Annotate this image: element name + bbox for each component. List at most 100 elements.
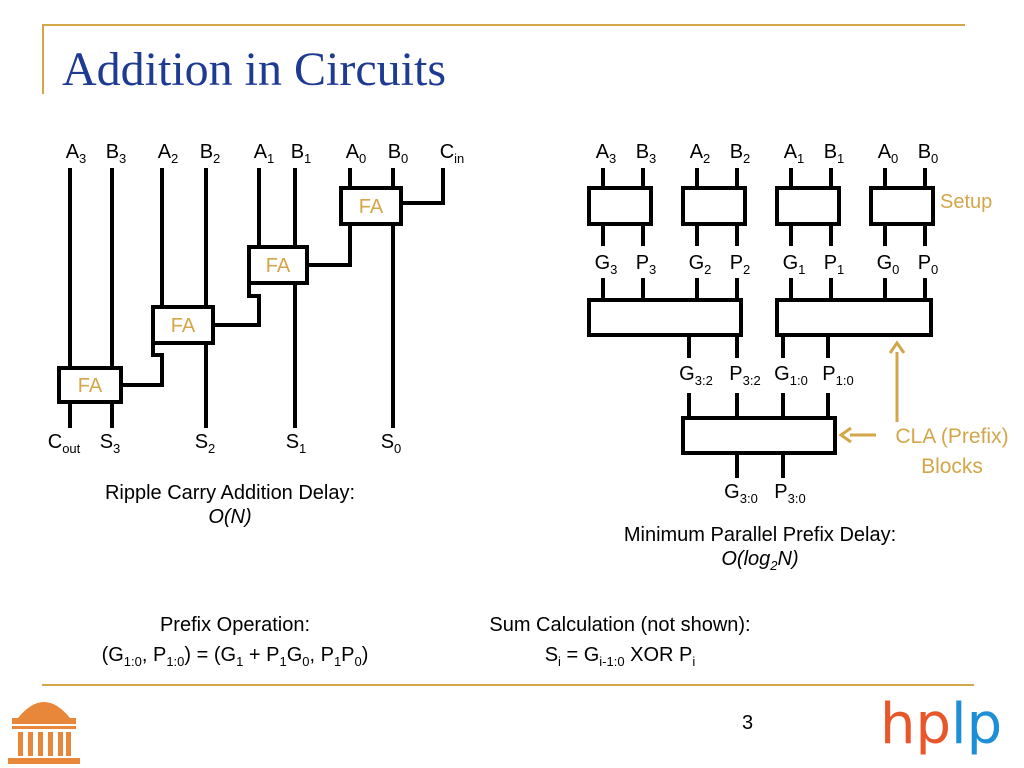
rotunda-logo-icon (8, 702, 80, 764)
prefix-block-10 (775, 298, 933, 337)
ripple-input-label: A3 (66, 141, 87, 166)
bottom-rule (42, 684, 974, 686)
top-rule (42, 24, 965, 26)
formula-subscript: 1 (333, 654, 342, 669)
setup-block-2 (681, 186, 747, 226)
formula-text: S (544, 644, 559, 666)
ripple-input-label: A2 (158, 141, 179, 166)
formula-subscript: 1:0 (166, 654, 185, 669)
formula-subscript: 1 (236, 654, 244, 669)
left-rule (42, 24, 44, 94)
setup-output-label: G0 (877, 252, 900, 277)
formula-text: XOR P (624, 644, 693, 666)
full-adder-2-label: FA (171, 315, 196, 337)
cla-label: CLA (Prefix) Blocks (880, 422, 1024, 482)
setup-output-label: P1 (824, 252, 845, 277)
setup-output-label: G3 (595, 252, 618, 277)
formula-text: G (286, 644, 303, 666)
prefix-input-label: B0 (918, 141, 939, 166)
cla-label-line2: Blocks (921, 455, 983, 478)
prefix-block-32 (587, 298, 743, 337)
ripple-input-label: B1 (291, 141, 312, 166)
formula-text: = G (560, 644, 600, 666)
full-adder-0-label: FA (359, 196, 384, 218)
formula-subscript: i (692, 654, 696, 669)
formula-text: P (341, 644, 355, 666)
prefix-input-label: A1 (784, 141, 805, 166)
ripple-output-label: S2 (195, 431, 216, 456)
level1-output-label: G3:2 (679, 363, 713, 388)
formula-text: + P (243, 644, 280, 666)
ripple-input-label: B0 (388, 141, 409, 166)
prefix-operation-formula: (G1:0, P1:0) = (G1 + P1G0, P1P0) (20, 640, 450, 677)
formula-subscript: i-1:0 (599, 654, 625, 669)
cla-left-arrow-head (838, 426, 852, 444)
full-adder-0 (339, 186, 403, 226)
prefix-input-label: A0 (878, 141, 899, 166)
page-number: 3 (742, 712, 754, 734)
full-adder-1 (247, 245, 309, 285)
formula-subscript: i (558, 654, 561, 669)
formula-text: ) (361, 644, 369, 666)
ripple-caption-line2: O(N) (30, 505, 430, 529)
prefix-caption: Minimum Parallel Prefix Delay: O(log2N) (560, 523, 960, 578)
prefix-input-label: B2 (730, 141, 751, 166)
hplp-logo-part-2: p (966, 692, 1003, 757)
setup-output-label: P3 (636, 252, 657, 277)
full-adder-1-label: FA (266, 255, 291, 277)
carry-wire-1 (213, 265, 261, 327)
setup-block-3 (587, 186, 653, 226)
page-title: Addition in Circuits (62, 43, 446, 96)
ripple-caption: Ripple Carry Addition Delay: O(N) (30, 481, 430, 529)
prefix-operation-title: Prefix Operation: (159, 614, 311, 636)
full-adder-3 (57, 366, 123, 404)
ripple-input-label: A0 (346, 141, 367, 166)
level1-output-label: P1:0 (822, 363, 853, 388)
final-output-label: P3:0 (774, 481, 805, 506)
formula-subscript: 1:0 (123, 654, 142, 669)
setup-output-label: P0 (918, 252, 939, 277)
setup-output-label: P2 (730, 252, 751, 277)
full-adder-3-label: FA (78, 375, 103, 397)
final-output-label: G3:0 (724, 481, 758, 506)
wire-cin (401, 168, 445, 205)
ripple-caption-line1: Ripple Carry Addition Delay: (104, 482, 356, 504)
formula-subscript: 0 (302, 654, 310, 669)
ripple-input-label: B3 (106, 141, 127, 166)
ripple-input-label: Cin (440, 141, 465, 166)
ripple-delay: O(N) (208, 506, 252, 528)
prefix-input-label: B1 (824, 141, 845, 166)
setup-output-label: G2 (689, 252, 712, 277)
ripple-output-label: S1 (286, 431, 307, 456)
prefix-input-label: B3 (636, 141, 657, 166)
formula-text: , P (309, 644, 334, 666)
ripple-input-label: A1 (254, 141, 275, 166)
prefix-caption-line1: Minimum Parallel Prefix Delay: (623, 524, 897, 546)
prefix-input-label: A2 (690, 141, 711, 166)
prefix-delay-post: N) (777, 548, 799, 570)
prefix-operation: Prefix Operation: (G1:0, P1:0) = (G1 + P… (20, 610, 450, 677)
formula-text: , P (141, 644, 167, 666)
setup-output-label: G1 (783, 252, 806, 277)
prefix-delay-pre: O(log (721, 548, 771, 570)
prefix-delay-sub: 2 (770, 558, 778, 573)
hplp-logo: hplp (880, 690, 1002, 760)
setup-block-1 (775, 186, 841, 226)
level1-output-label: P3:2 (729, 363, 760, 388)
formula-text: (G (101, 644, 124, 666)
prefix-input-label: A3 (596, 141, 617, 166)
level1-output-label: G1:0 (774, 363, 808, 388)
setup-block-0 (869, 186, 935, 226)
full-adder-2 (151, 305, 215, 345)
ripple-output-label: S0 (381, 431, 402, 456)
sum-calculation-title: Sum Calculation (not shown): (489, 614, 751, 636)
sum-calculation: Sum Calculation (not shown): Si = Gi-1:0… (420, 610, 820, 677)
setup-label: Setup (940, 191, 993, 213)
formula-text: ) = (G (184, 644, 237, 666)
sum-calculation-formula: Si = Gi-1:0 XOR Pi (420, 640, 820, 677)
prefix-caption-line2: O(log2N) (560, 547, 960, 578)
ripple-output-label: S3 (100, 431, 121, 456)
formula-subscript: 0 (354, 654, 362, 669)
formula-subscript: 1 (279, 654, 287, 669)
